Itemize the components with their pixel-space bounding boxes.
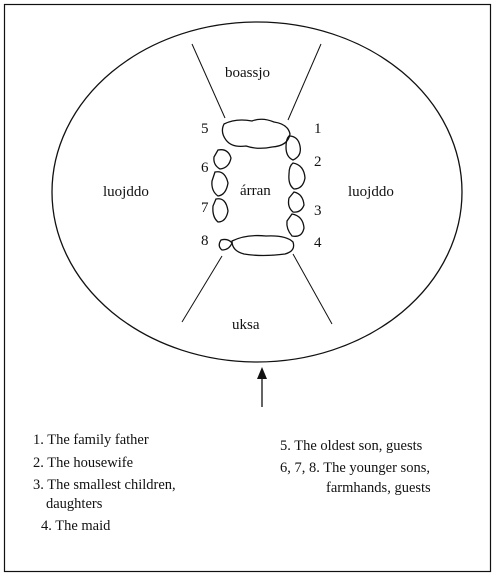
legend-item-5: 5. The oldest son, guests [280, 438, 423, 454]
hearth-stone [221, 118, 291, 149]
hearth-stone [288, 162, 306, 190]
hut-outline [51, 21, 463, 363]
seat-number-5: 5 [201, 121, 209, 137]
hearth-stones [211, 118, 306, 257]
hearth-stone [211, 171, 229, 197]
legend-item-3-cont: daughters [46, 496, 103, 512]
legend-item-6-7-8: 6, 7, 8. The younger sons, [280, 460, 430, 476]
divider-bottom-left [181, 255, 223, 323]
seat-number-2: 2 [314, 154, 322, 170]
seat-number-7: 7 [201, 200, 209, 216]
legend-item-6-7-8-cont: farmhands, guests [326, 480, 431, 496]
seat-number-1: 1 [314, 121, 322, 137]
hearth-stone [231, 234, 295, 257]
zone-label-top: boassjo [225, 65, 270, 81]
seat-number-8: 8 [201, 233, 209, 249]
hearth-stone [218, 238, 233, 251]
entrance-arrow-icon [257, 367, 267, 407]
divider-bottom-right [292, 253, 333, 325]
seat-number-4: 4 [314, 235, 322, 251]
hearth-stone [286, 213, 305, 237]
hearth-stone [212, 198, 229, 223]
seat-number-3: 3 [314, 203, 322, 219]
zone-label-left: luojddo [103, 184, 149, 200]
figure-border [3, 3, 492, 573]
divider-top-left [191, 43, 226, 119]
legend-item-3: 3. The smallest children, [33, 477, 176, 493]
seat-number-6: 6 [201, 160, 209, 176]
zone-label-right: luojddo [348, 184, 394, 200]
divider-top-right [287, 43, 322, 121]
hearth-stone [287, 191, 305, 213]
legend-item-2: 2. The housewife [33, 455, 133, 471]
legend-item-1: 1. The family father [33, 432, 149, 448]
legend-item-4: 4. The maid [41, 518, 111, 534]
zone-label-bottom: uksa [232, 317, 260, 333]
hearth-label: árran [240, 183, 271, 199]
hearth-stone [285, 135, 301, 161]
hearth-stone [213, 149, 232, 170]
legend: 1. The family father 2. The housewife 3.… [33, 432, 431, 534]
